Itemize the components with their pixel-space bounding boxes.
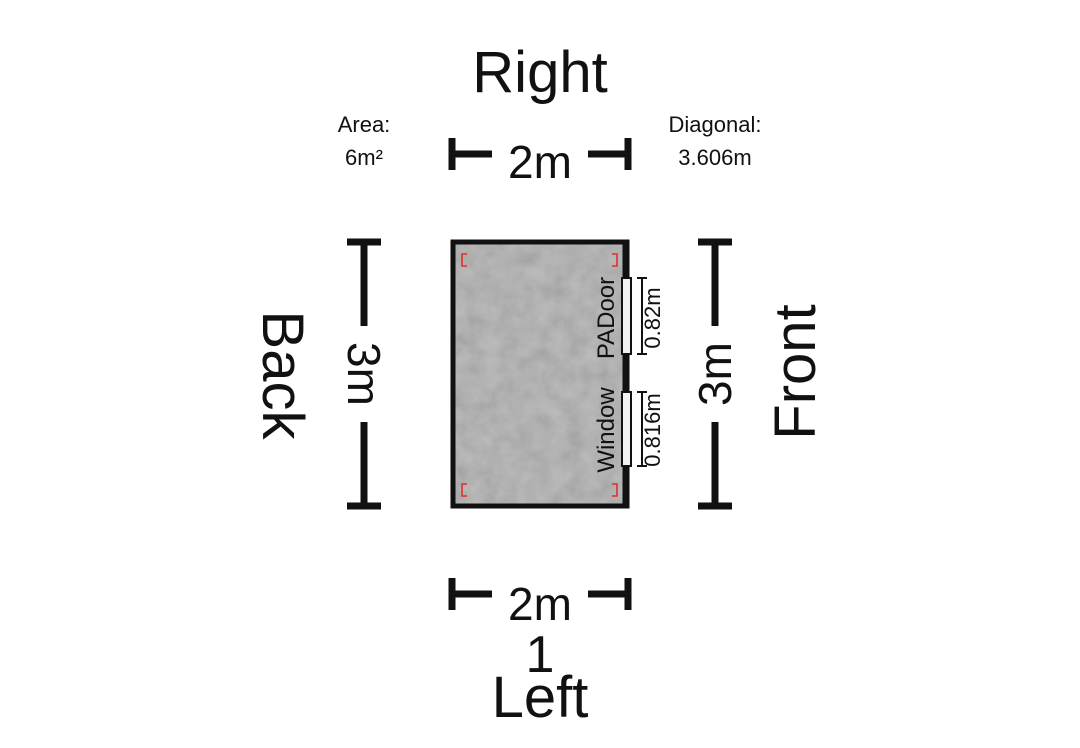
window-opening [621,391,647,467]
diagonal-value: 3.606m [678,145,751,170]
window-width-label: 0.816m [640,393,665,466]
corner-marker-top-left [461,253,467,267]
area-label: Area: [338,112,391,137]
left-side-label: Left [492,665,589,730]
corner-marker-bottom-right [612,483,618,497]
corner-markers [461,253,618,497]
window-label: Window [593,387,620,473]
bottom-width-dimension [448,578,632,610]
top-width-label: 2m [508,136,572,188]
top-width-dimension [448,138,632,170]
corner-marker-bottom-left [461,483,467,497]
diagonal-label: Diagonal: [669,112,762,137]
door-width-label: 0.82m [640,287,665,348]
back-side-label: Back [250,311,315,441]
area-value: 6m² [345,145,383,170]
floor-surface [454,243,626,505]
right-side-label: Right [472,40,607,105]
front-length-dimension [698,238,732,510]
bottom-width-label: 2m [508,578,572,630]
door-opening [621,277,647,355]
back-length-label: 3m [338,342,390,406]
front-side-label: Front [763,304,828,439]
back-length-dimension [347,238,381,510]
front-length-label: 3m [689,342,741,406]
left-side-number: 1 [526,626,555,684]
corner-marker-top-right [612,253,618,267]
door-label: PADoor [593,277,620,359]
